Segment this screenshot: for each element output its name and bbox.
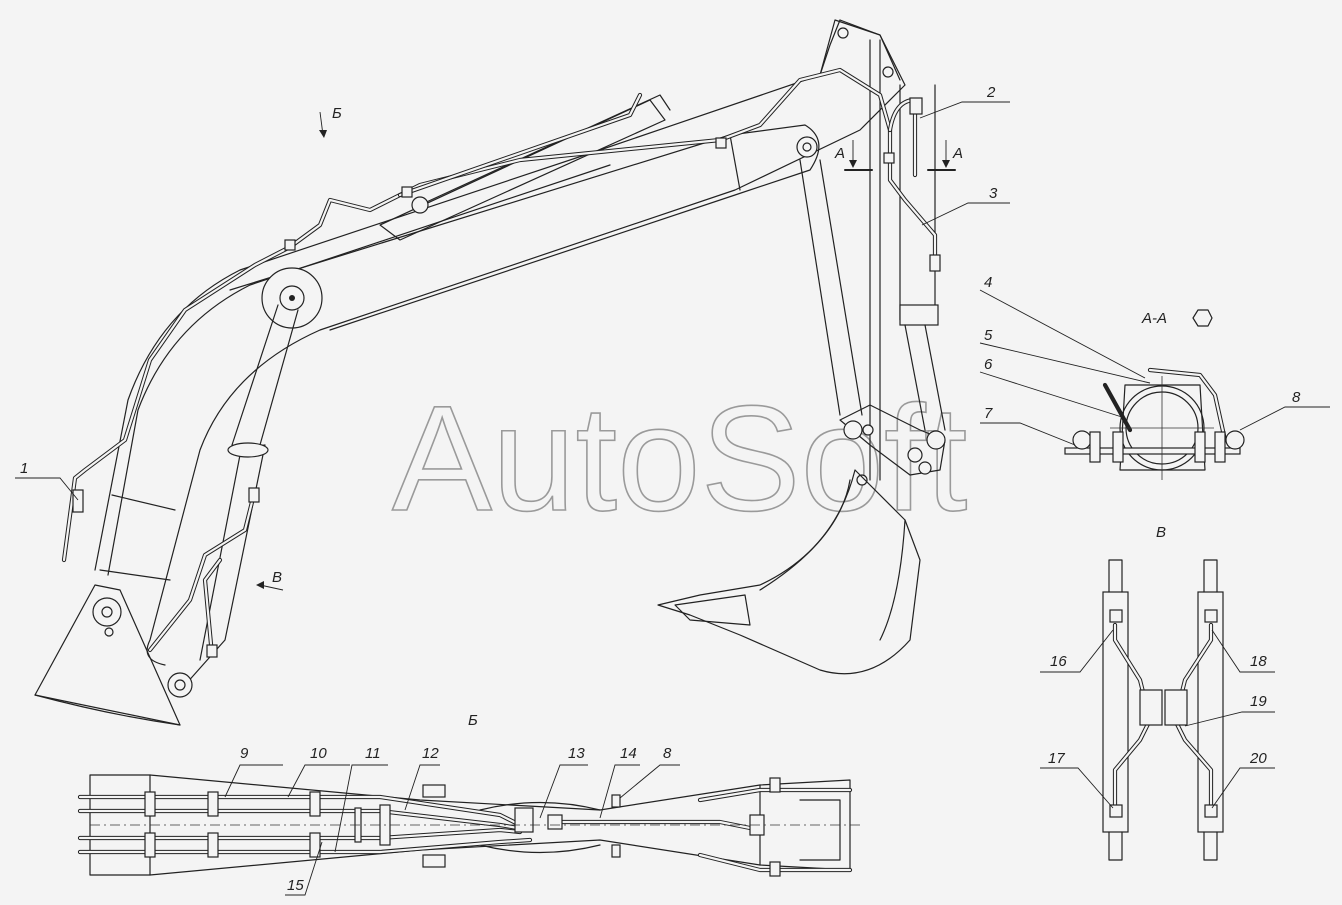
svg-text:15: 15 (287, 877, 304, 894)
callout-13: 13 (539, 745, 588, 819)
callout-9: 9 (224, 745, 283, 798)
section-a-a: А-А (1064, 309, 1245, 480)
callout-4: 4 (979, 274, 1146, 379)
callout-12: 12 (404, 745, 440, 811)
callout-20: 20 (1211, 750, 1275, 809)
callout-17: 17 (1040, 750, 1114, 809)
callout-10: 10 (287, 745, 350, 798)
view-v: В (1102, 524, 1224, 861)
svg-text:В: В (1156, 524, 1166, 541)
callout-15: 15 (285, 841, 323, 896)
svg-text:9: 9 (240, 745, 249, 762)
svg-text:Б: Б (332, 105, 342, 122)
boom-side-view (34, 19, 946, 726)
callout-11: 11 (334, 745, 388, 853)
svg-text:6: 6 (984, 356, 993, 373)
callout-5: 5 (979, 327, 1151, 384)
svg-text:12: 12 (422, 745, 439, 762)
callout-19: 19 (1184, 693, 1275, 727)
watermark-text: AutoSoft (392, 374, 967, 542)
view-arrow-b: Б (319, 105, 342, 138)
svg-text:14: 14 (620, 745, 637, 762)
callout-16: 16 (1040, 629, 1114, 673)
svg-text:1: 1 (20, 460, 28, 477)
svg-text:20: 20 (1249, 750, 1267, 767)
svg-text:А: А (952, 145, 963, 162)
callout-6: 6 (979, 356, 1126, 419)
section-mark-a-left: А (834, 140, 873, 171)
svg-text:8: 8 (663, 745, 672, 762)
svg-text:17: 17 (1048, 750, 1065, 767)
svg-text:11: 11 (365, 745, 381, 762)
svg-text:8: 8 (1292, 389, 1301, 406)
svg-text:4: 4 (984, 274, 992, 291)
svg-text:7: 7 (984, 405, 993, 422)
svg-text:10: 10 (310, 745, 327, 762)
callout-18: 18 (1211, 629, 1275, 673)
section-mark-a-right: А (927, 140, 963, 171)
view-arrow-v: В (256, 569, 284, 591)
svg-text:А-А: А-А (1141, 310, 1167, 327)
svg-text:А: А (834, 145, 845, 162)
callout-3: 3 (921, 185, 1010, 226)
callout-8-section: 8 (1239, 389, 1330, 431)
svg-text:19: 19 (1250, 693, 1267, 710)
svg-text:5: 5 (984, 327, 993, 344)
svg-text:2: 2 (986, 84, 996, 101)
callout-7: 7 (980, 405, 1076, 446)
svg-text:18: 18 (1250, 653, 1267, 670)
callout-1: 1 (15, 460, 79, 501)
svg-text:3: 3 (989, 185, 998, 202)
svg-text:16: 16 (1050, 653, 1067, 670)
boom-pipe-run (61, 67, 941, 658)
svg-text:Б: Б (468, 712, 478, 729)
view-b-plan: Б (77, 712, 860, 877)
callout-8-plan: 8 (619, 745, 680, 799)
callout-2: 2 (919, 84, 1010, 119)
callout-14: 14 (599, 745, 640, 819)
svg-text:В: В (272, 569, 282, 586)
svg-text:13: 13 (568, 745, 585, 762)
